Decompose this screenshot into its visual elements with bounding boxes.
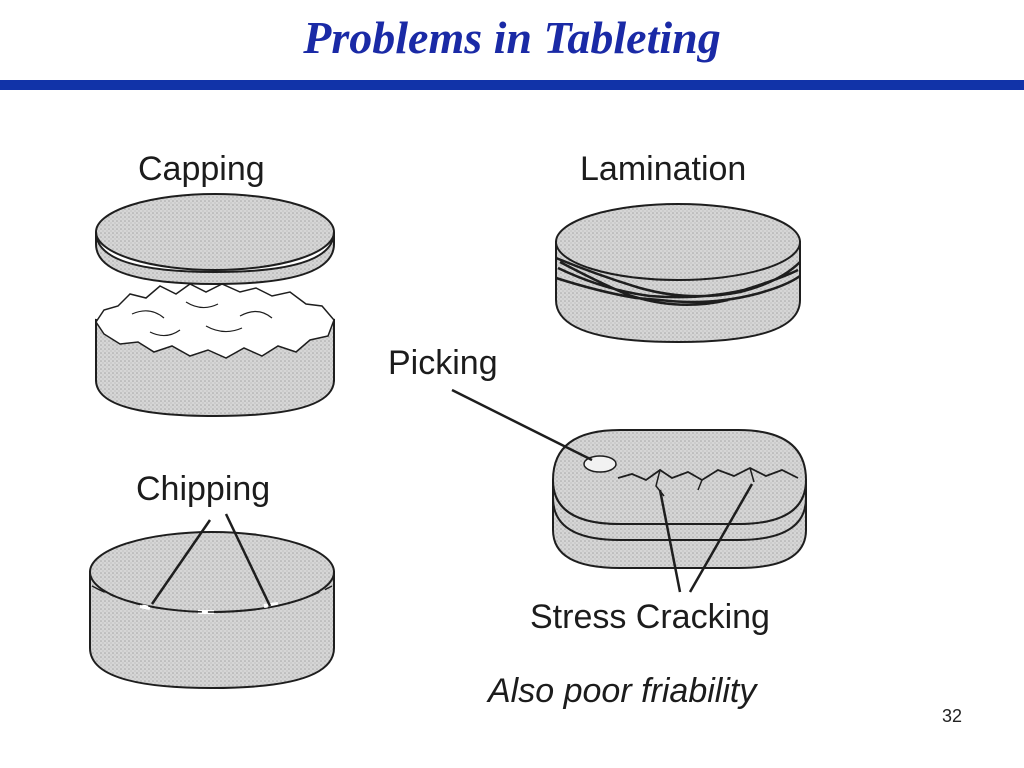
picking-pointer	[451, 388, 593, 462]
lamination-layers	[555, 256, 801, 307]
label-stress-cracking: Stress Cracking	[530, 598, 770, 636]
chipping-tablet	[89, 531, 335, 690]
capping-tablet-cap-top	[95, 193, 335, 271]
capping-fracture-surface	[95, 283, 335, 359]
capsule-tablet-top	[551, 429, 808, 525]
label-chipping: Chipping	[136, 470, 271, 508]
chipping-pointer-right	[224, 513, 272, 607]
label-capping: Capping	[138, 150, 265, 188]
lamination-tablet-top	[555, 203, 801, 281]
label-also-poor-friability: Also poor friability	[488, 672, 757, 710]
capping-tablet-cap-rim	[95, 231, 335, 286]
pointer-lines	[150, 388, 754, 607]
chipping-pointer-left	[150, 519, 212, 605]
slide-title: Problems in Tableting	[303, 12, 721, 63]
stress-cracking-tablet	[551, 429, 808, 569]
label-lamination: Lamination	[580, 150, 747, 188]
capping-tablet	[95, 193, 335, 418]
label-picking: Picking	[388, 344, 498, 382]
stress-pointer-right	[688, 483, 754, 593]
title-rule	[0, 80, 1024, 90]
lamination-tablet	[555, 203, 801, 344]
stress-pointer-left	[658, 489, 682, 593]
page-number: 32	[941, 706, 962, 726]
